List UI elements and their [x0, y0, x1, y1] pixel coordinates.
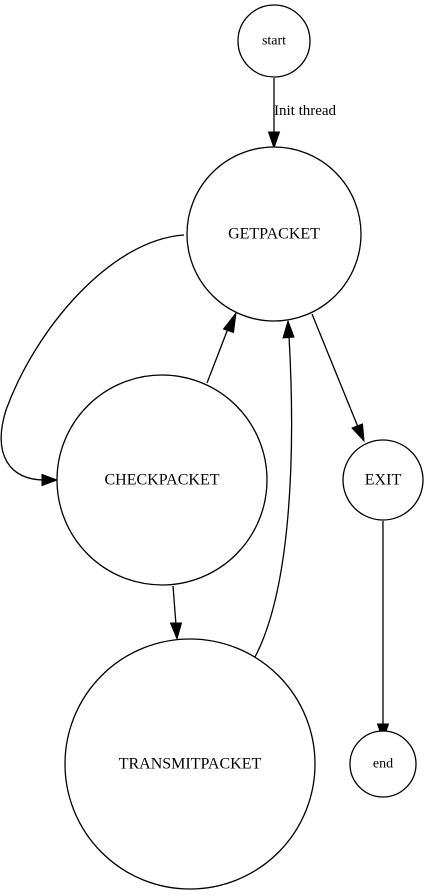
node-end: end [349, 730, 417, 798]
node-label: end [373, 757, 393, 772]
edge-line [254, 335, 293, 658]
arrowhead [222, 311, 237, 334]
arrowhead [169, 622, 183, 641]
node-circle [186, 146, 362, 322]
node-circle [349, 730, 417, 798]
node-start: start [237, 4, 311, 78]
edge-line [311, 313, 359, 428]
edge-getpacket-checkpacket [0, 234, 185, 487]
arrowhead [267, 131, 281, 150]
arrowhead [351, 423, 365, 443]
edge-checkpacket-getpacket [206, 311, 237, 384]
edge-line [206, 325, 230, 384]
edge-transmitpacket-getpacket [254, 319, 295, 658]
node-label: GETPACKET [228, 226, 320, 243]
node-circle [56, 374, 268, 586]
edge-label-init-thread: Init thread [274, 103, 337, 119]
node-circle [342, 439, 424, 521]
node-circle [237, 4, 311, 78]
node-checkpacket: CHECKPACKET [56, 374, 268, 586]
edge-line [172, 585, 177, 626]
node-label: EXIT [365, 472, 402, 489]
edge-line [0, 234, 185, 481]
edge-start-getpacket: Init thread [267, 78, 337, 150]
node-transmitpacket: TRANSMITPACKET [64, 638, 316, 890]
arrowhead [282, 319, 295, 339]
node-label: CHECKPACKET [105, 472, 220, 489]
node-label: start [262, 34, 286, 49]
node-exit: EXIT [342, 439, 424, 521]
edge-getpacket-exit [311, 313, 365, 443]
node-getpacket: GETPACKET [186, 146, 362, 322]
node-label: TRANSMITPACKET [119, 756, 262, 773]
node-circle [64, 638, 316, 890]
edge-exit-end [376, 521, 390, 742]
arrowhead [41, 473, 59, 487]
edge-checkpacket-transmitpacket [169, 585, 183, 641]
